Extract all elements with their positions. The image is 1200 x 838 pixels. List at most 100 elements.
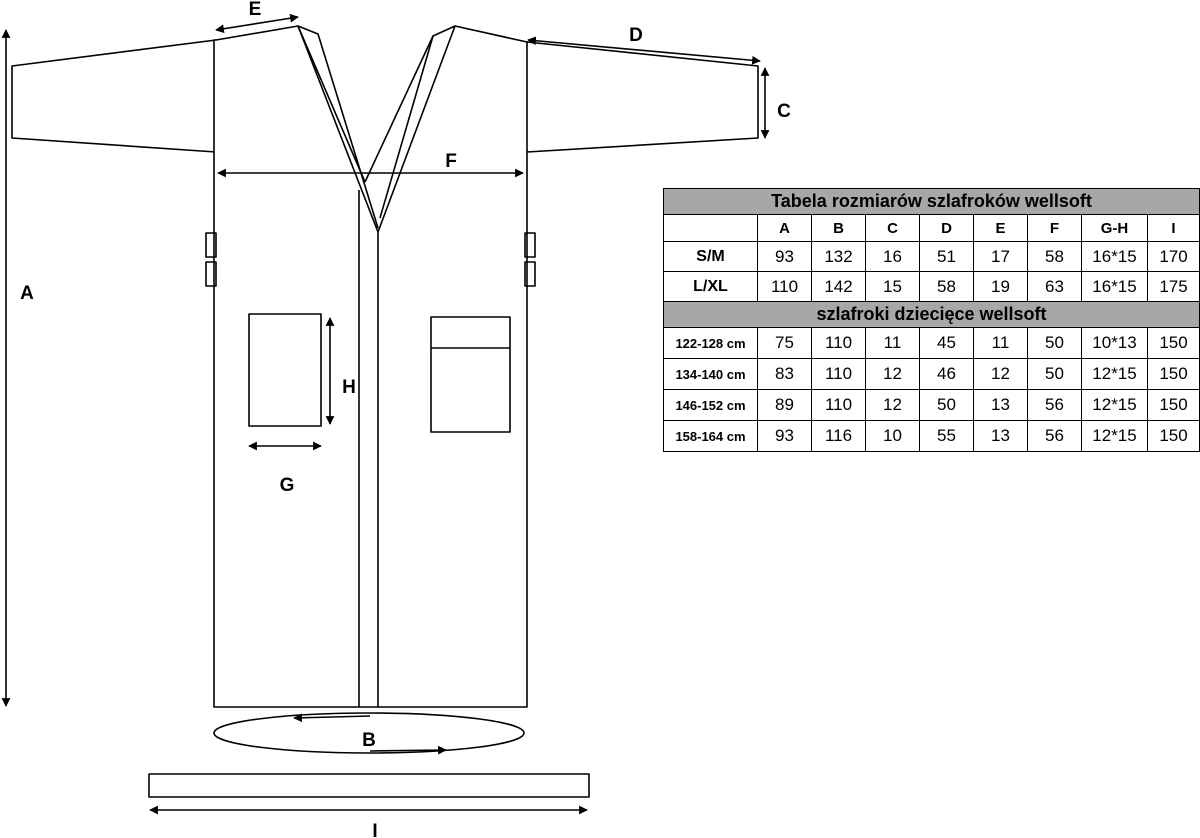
robe-outline — [11, 25, 759, 798]
row-size-label: 134-140 cm — [663, 358, 758, 390]
dimension-labels: A B C D E F G H I — [20, 0, 791, 838]
table-cell: 56 — [1027, 420, 1082, 452]
left-pocket — [248, 313, 322, 427]
dimension-arrows — [1, 13, 770, 815]
column-header: C — [865, 214, 920, 242]
table-cell: 10 — [865, 420, 920, 452]
table-cell: 12*15 — [1081, 389, 1148, 421]
row-size-label: L/XL — [663, 271, 758, 302]
table-cell: 170 — [1147, 241, 1200, 272]
table-cell: 93 — [757, 420, 812, 452]
table-cell: 11 — [973, 327, 1028, 359]
arrow-b-top — [293, 713, 371, 723]
table-cell: 12*15 — [1081, 420, 1148, 452]
table-cell: 46 — [919, 358, 974, 390]
table-cell: 58 — [1027, 241, 1082, 272]
table-cell: 142 — [811, 271, 866, 302]
label-c: C — [777, 101, 791, 122]
table-cell: 150 — [1147, 420, 1200, 452]
column-header: F — [1027, 214, 1082, 242]
robe-body — [213, 25, 528, 708]
belt — [148, 773, 590, 798]
label-f: F — [445, 151, 457, 172]
table-row: 146-152 cm 89 110 12 50 13 56 12*15 150 — [663, 389, 1200, 421]
table-cell: 175 — [1147, 271, 1200, 302]
table-cell: 83 — [757, 358, 812, 390]
table-cell: 19 — [973, 271, 1028, 302]
table-cell: 150 — [1147, 327, 1200, 359]
table-cell: 16 — [865, 241, 920, 272]
table-cell: 50 — [919, 389, 974, 421]
belt-loop-right-lower — [524, 261, 536, 287]
table-cell: 16*15 — [1081, 271, 1148, 302]
table-cell: 50 — [1027, 327, 1082, 359]
table-row: 158-164 cm 93 116 10 55 13 56 12*15 150 — [663, 420, 1200, 452]
right-sleeve — [523, 41, 759, 153]
table-cell: 17 — [973, 241, 1028, 272]
table-cell: 93 — [757, 241, 812, 272]
label-g: G — [280, 475, 295, 496]
arrow-b-bottom — [369, 745, 447, 755]
belt-loop-left-upper — [205, 232, 217, 258]
table-row: S/M 93 132 16 51 17 58 16*15 170 — [663, 241, 1200, 272]
table-cell: 12*15 — [1081, 358, 1148, 390]
table-row: 134-140 cm 83 110 12 46 12 50 12*15 150 — [663, 358, 1200, 390]
table-cell: 13 — [973, 420, 1028, 452]
table-cell: 10*13 — [1081, 327, 1148, 359]
table-cell: 89 — [757, 389, 812, 421]
label-a: A — [20, 283, 34, 304]
table-cell: 150 — [1147, 389, 1200, 421]
row-size-label: 146-152 cm — [663, 389, 758, 421]
header-row: A B C D E F G-H I — [663, 214, 1200, 242]
table-row: 122-128 cm 75 110 11 45 11 50 10*13 150 — [663, 327, 1200, 359]
table-cell: 116 — [811, 420, 866, 452]
table-cell: 11 — [865, 327, 920, 359]
table-cell: 13 — [973, 389, 1028, 421]
table-cell: 15 — [865, 271, 920, 302]
table-cell: 63 — [1027, 271, 1082, 302]
table-cell: 55 — [919, 420, 974, 452]
table-cell: 12 — [865, 389, 920, 421]
left-lapel — [297, 25, 379, 229]
row-size-label: S/M — [663, 241, 758, 272]
belt-loop-right-upper — [524, 232, 536, 258]
table-cell: 12 — [865, 358, 920, 390]
table-cell: 110 — [757, 271, 812, 302]
table-cell: 58 — [919, 271, 974, 302]
row-size-label: 122-128 cm — [663, 327, 758, 359]
column-header: B — [811, 214, 866, 242]
label-e: E — [249, 0, 262, 20]
header-corner — [663, 214, 758, 242]
table-cell: 51 — [919, 241, 974, 272]
belt-loop-left-lower — [205, 261, 217, 287]
table-cell: 16*15 — [1081, 241, 1148, 272]
column-header: A — [757, 214, 812, 242]
waist-ellipse — [213, 712, 525, 754]
column-header: E — [973, 214, 1028, 242]
table-cell: 45 — [919, 327, 974, 359]
table-row: L/XL 110 142 15 58 19 63 16*15 175 — [663, 271, 1200, 302]
table-cell: 110 — [811, 389, 866, 421]
label-d: D — [629, 25, 643, 46]
table-cell: 150 — [1147, 358, 1200, 390]
table-cell: 110 — [811, 358, 866, 390]
row-size-label: 158-164 cm — [663, 420, 758, 452]
label-h: H — [342, 377, 356, 398]
label-b: B — [362, 730, 376, 751]
table-cell: 50 — [1027, 358, 1082, 390]
table-cell: 75 — [757, 327, 812, 359]
right-pocket — [430, 316, 511, 433]
column-header: D — [919, 214, 974, 242]
table-cell: 132 — [811, 241, 866, 272]
left-sleeve — [11, 39, 220, 153]
size-table: Tabela rozmiarów szlafroków wellsoft A B… — [663, 188, 1200, 452]
label-i: I — [372, 821, 377, 838]
table-cell: 12 — [973, 358, 1028, 390]
column-header: I — [1147, 214, 1200, 242]
table-title: Tabela rozmiarów szlafroków wellsoft — [663, 188, 1200, 215]
column-header: G-H — [1081, 214, 1148, 242]
arrow-d — [527, 36, 761, 65]
table-cell: 56 — [1027, 389, 1082, 421]
kids-section-title: szlafroki dziecięce wellsoft — [663, 301, 1200, 328]
